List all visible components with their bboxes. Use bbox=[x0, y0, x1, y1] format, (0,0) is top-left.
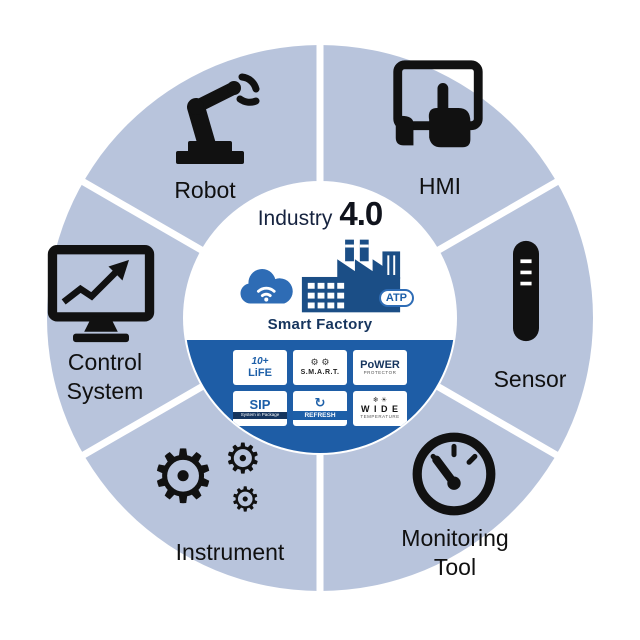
feature-badge-grid: 10+ LiFE ⚙ ⚙ S.M.A.R.T. PoWER PROTECTOR … bbox=[230, 350, 410, 426]
badge-sip-line2: System in Package bbox=[233, 412, 287, 420]
sector-label-instrument: Instrument bbox=[145, 538, 315, 567]
cloud-wifi-icon bbox=[234, 264, 300, 315]
badge-life: 10+ LiFE bbox=[233, 350, 287, 385]
badge-wide-line1: W I D E bbox=[361, 403, 399, 414]
factory-icon: ATP bbox=[296, 235, 414, 315]
refresh-arrow-icon: ↻ bbox=[314, 395, 326, 411]
robot-arm-icon bbox=[150, 55, 270, 170]
robot-label-text: Robot bbox=[174, 177, 236, 203]
badge-sip-line1: SIP bbox=[249, 396, 271, 412]
feature-band: 10+ LiFE ⚙ ⚙ S.M.A.R.T. PoWER PROTECTOR … bbox=[185, 340, 455, 453]
badge-refresh: ↻ REFRESH bbox=[293, 391, 347, 426]
badge-life-line2: LiFE bbox=[248, 366, 272, 379]
hmi-tablet-icon bbox=[378, 55, 496, 163]
smart-factory-label: Smart Factory bbox=[267, 316, 373, 333]
atp-logo-badge: ATP bbox=[378, 289, 414, 307]
control-monitor-icon bbox=[45, 240, 157, 348]
sector-label-control-system: Control System bbox=[30, 348, 180, 406]
control-label-line1: Control bbox=[67, 349, 143, 375]
badge-wide-line2: TEMPERATURE bbox=[360, 413, 400, 419]
badge-power-line2: PROTECTOR bbox=[363, 370, 397, 376]
instrument-label-text: Instrument bbox=[175, 539, 285, 565]
sector-label-hmi: HMI bbox=[385, 172, 495, 201]
monitoring-label-line1: Monitoring bbox=[401, 525, 509, 551]
industry-label: Industry bbox=[257, 207, 333, 230]
badge-power-line1: PoWER bbox=[360, 358, 400, 371]
center-circle: Industry 4.0 bbox=[185, 183, 455, 453]
industry-version: 4.0 bbox=[339, 195, 383, 232]
gear-small-icon: ⚙ bbox=[230, 480, 261, 520]
monitoring-label-line2: Tool bbox=[433, 553, 477, 580]
hmi-label-text: HMI bbox=[418, 173, 462, 199]
badge-smart: ⚙ ⚙ S.M.A.R.T. bbox=[293, 350, 347, 385]
center-icons-row: ATP bbox=[234, 235, 414, 315]
badge-sip: SIP System in Package bbox=[233, 391, 287, 426]
badge-power-protector: PoWER PROTECTOR bbox=[353, 350, 407, 385]
center-top: Industry 4.0 bbox=[185, 183, 455, 340]
sector-label-robot: Robot bbox=[130, 176, 280, 205]
smart-gears-icon: ⚙ ⚙ bbox=[310, 357, 330, 368]
sector-label-monitoring-tool: Monitoring Tool bbox=[370, 524, 540, 582]
temperature-icons: ❄ ☀ bbox=[372, 396, 388, 405]
badge-wide-temperature: ❄ ☀ W I D E TEMPERATURE bbox=[353, 391, 407, 426]
sensor-probe-icon bbox=[500, 235, 552, 347]
badge-smart-line1: S.M.A.R.T. bbox=[300, 368, 340, 376]
badge-life-line1: 10+ bbox=[251, 355, 269, 367]
industry40-title: Industry 4.0 bbox=[257, 195, 384, 233]
badge-refresh-line1: REFRESH bbox=[293, 411, 347, 421]
control-label-line2: System bbox=[66, 377, 144, 404]
sector-label-sensor: Sensor bbox=[468, 365, 592, 394]
sensor-label-text: Sensor bbox=[493, 366, 567, 392]
